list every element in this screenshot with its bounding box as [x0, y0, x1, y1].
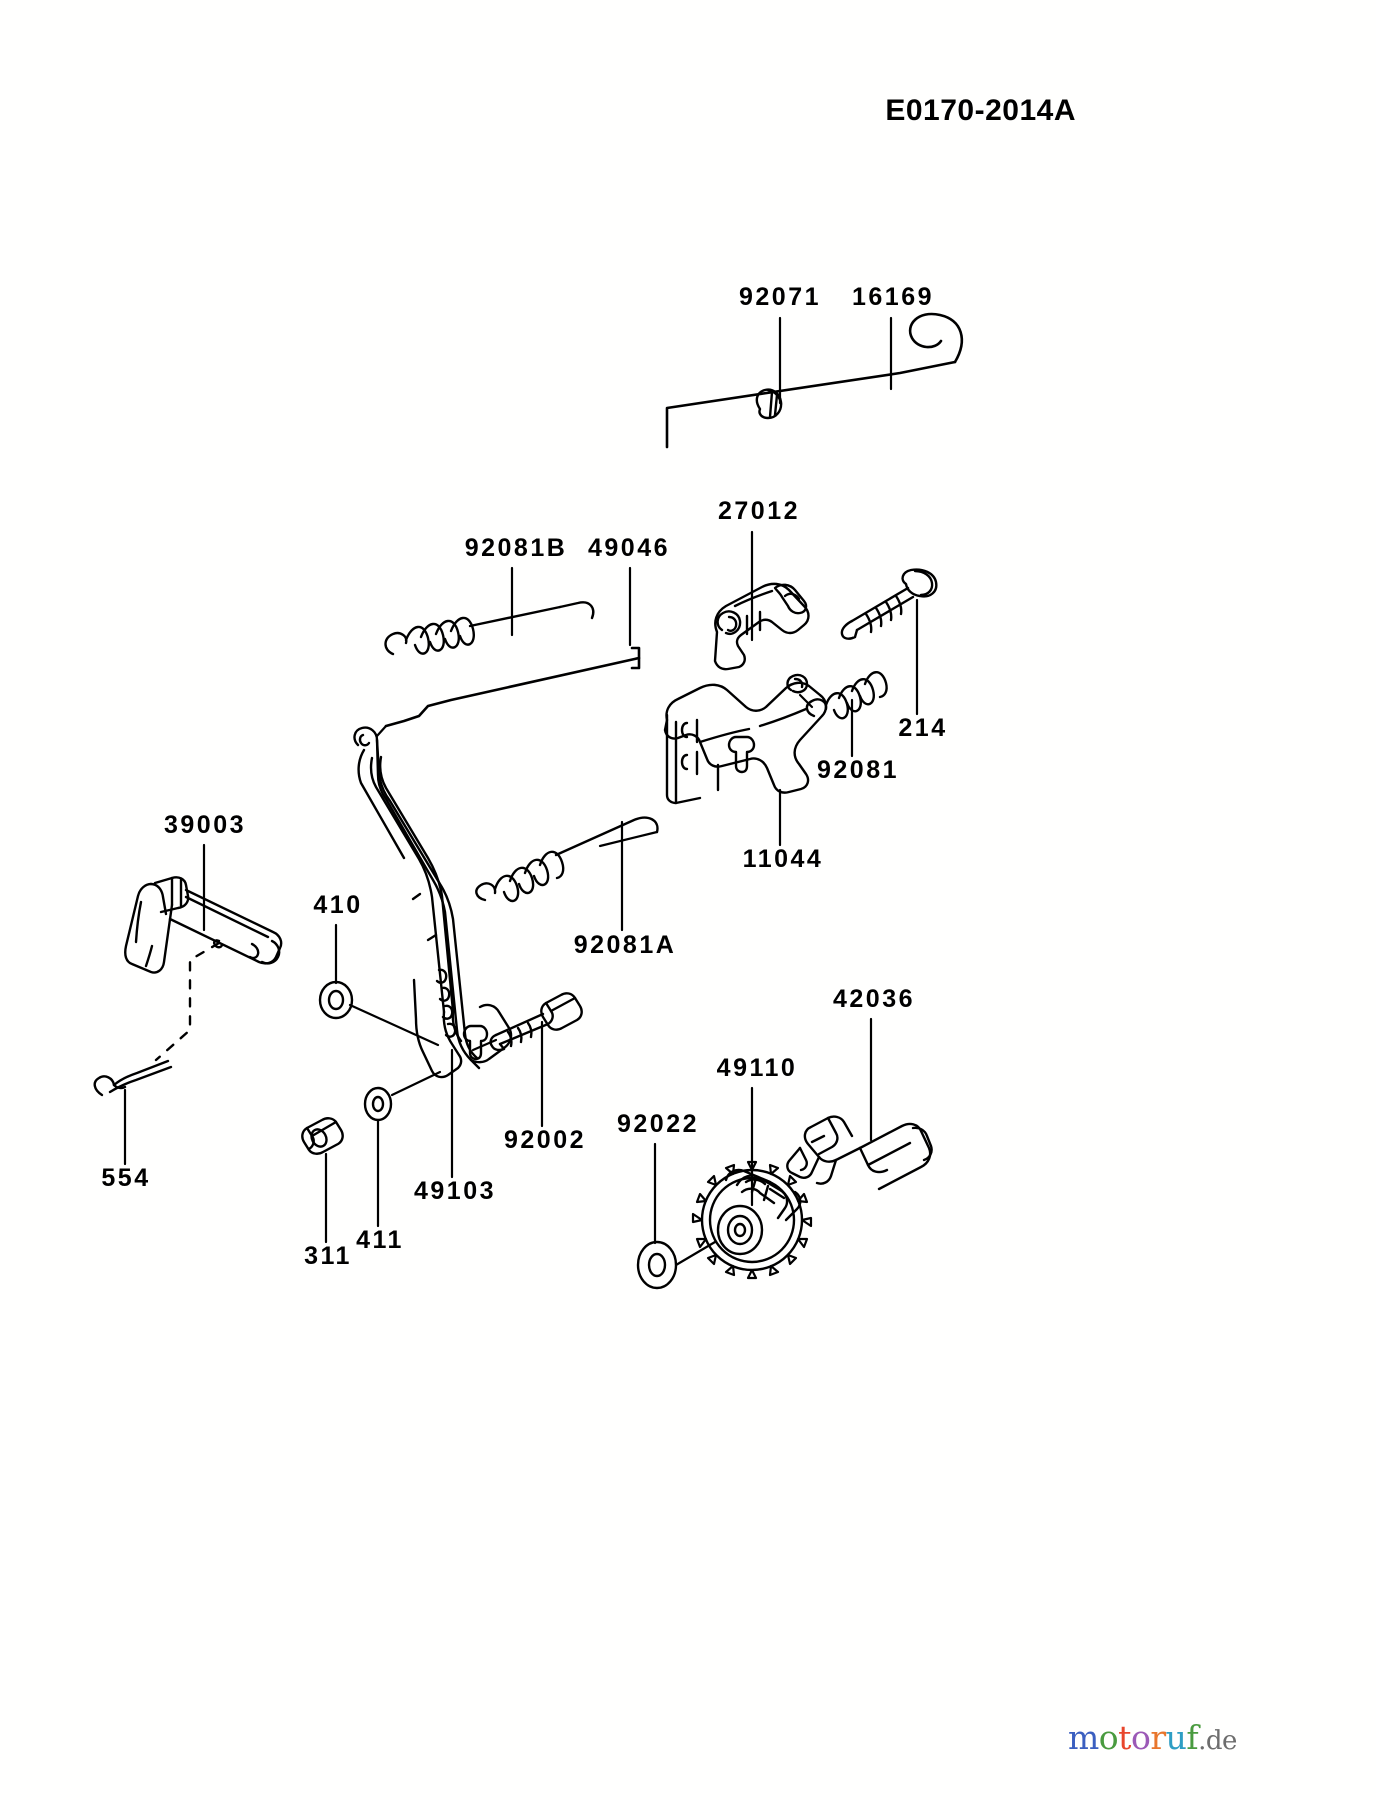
- part-label-16169: 16169: [851, 283, 935, 311]
- leader-lines: [123, 316, 919, 1267]
- site-watermark: motoruf.de: [1068, 1718, 1237, 1757]
- part-92081B-spring: [384, 601, 595, 656]
- part-label-411: 411: [356, 1226, 404, 1254]
- part-label-27012: 27012: [717, 497, 801, 525]
- part-label-92081A: 92081A: [573, 931, 677, 959]
- part-label-214: 214: [898, 714, 948, 742]
- watermark-letter: m: [1068, 1718, 1099, 1757]
- watermark-letter: f: [1186, 1718, 1199, 1757]
- part-49103-lever: [353, 726, 513, 1079]
- part-label-92022: 92022: [616, 1110, 700, 1138]
- watermark-letter: t: [1118, 1718, 1131, 1757]
- watermark-tld: .de: [1198, 1726, 1237, 1756]
- part-554-cotter-pin: [93, 1059, 173, 1097]
- part-214-bolt: [840, 568, 938, 640]
- part-49046-rod: [384, 646, 641, 728]
- part-label-49046: 49046: [587, 534, 671, 562]
- part-92002-bolt: [489, 992, 583, 1052]
- page-title: E0170-2014A: [885, 94, 1076, 127]
- part-411-washer: [363, 1086, 393, 1122]
- watermark-letter: r: [1150, 1718, 1166, 1757]
- part-label-92081B: 92081B: [464, 534, 568, 562]
- part-311-nut: [301, 1117, 344, 1155]
- part-410-washer: [318, 980, 354, 1020]
- part-label-92002: 92002: [503, 1126, 587, 1154]
- part-label-554: 554: [101, 1164, 151, 1192]
- part-27012-lever: [713, 582, 810, 671]
- part-label-42036: 42036: [832, 985, 916, 1013]
- part-92081A-spring: [475, 816, 659, 903]
- part-label-92081: 92081: [816, 756, 900, 784]
- part-42036-shaft: [786, 1115, 933, 1191]
- watermark-letter: u: [1165, 1718, 1187, 1757]
- watermark-letters: motoruf: [1068, 1718, 1199, 1757]
- part-label-49103: 49103: [413, 1177, 497, 1205]
- part-label-39003: 39003: [163, 811, 247, 839]
- part-label-49110: 49110: [716, 1054, 798, 1082]
- part-label-11044: 11044: [742, 845, 824, 873]
- part-92022-washer: [636, 1240, 678, 1290]
- part-label-92071: 92071: [738, 283, 822, 311]
- part-label-410: 410: [313, 891, 363, 919]
- part-39003-shaft: [124, 876, 283, 974]
- part-11044-bracket: [663, 673, 828, 805]
- watermark-letter: o: [1130, 1718, 1151, 1757]
- watermark-letter: o: [1098, 1718, 1119, 1757]
- part-label-311: 311: [304, 1242, 352, 1270]
- leader-554-dashed: [154, 941, 221, 1062]
- part-16169-rod: [665, 312, 964, 449]
